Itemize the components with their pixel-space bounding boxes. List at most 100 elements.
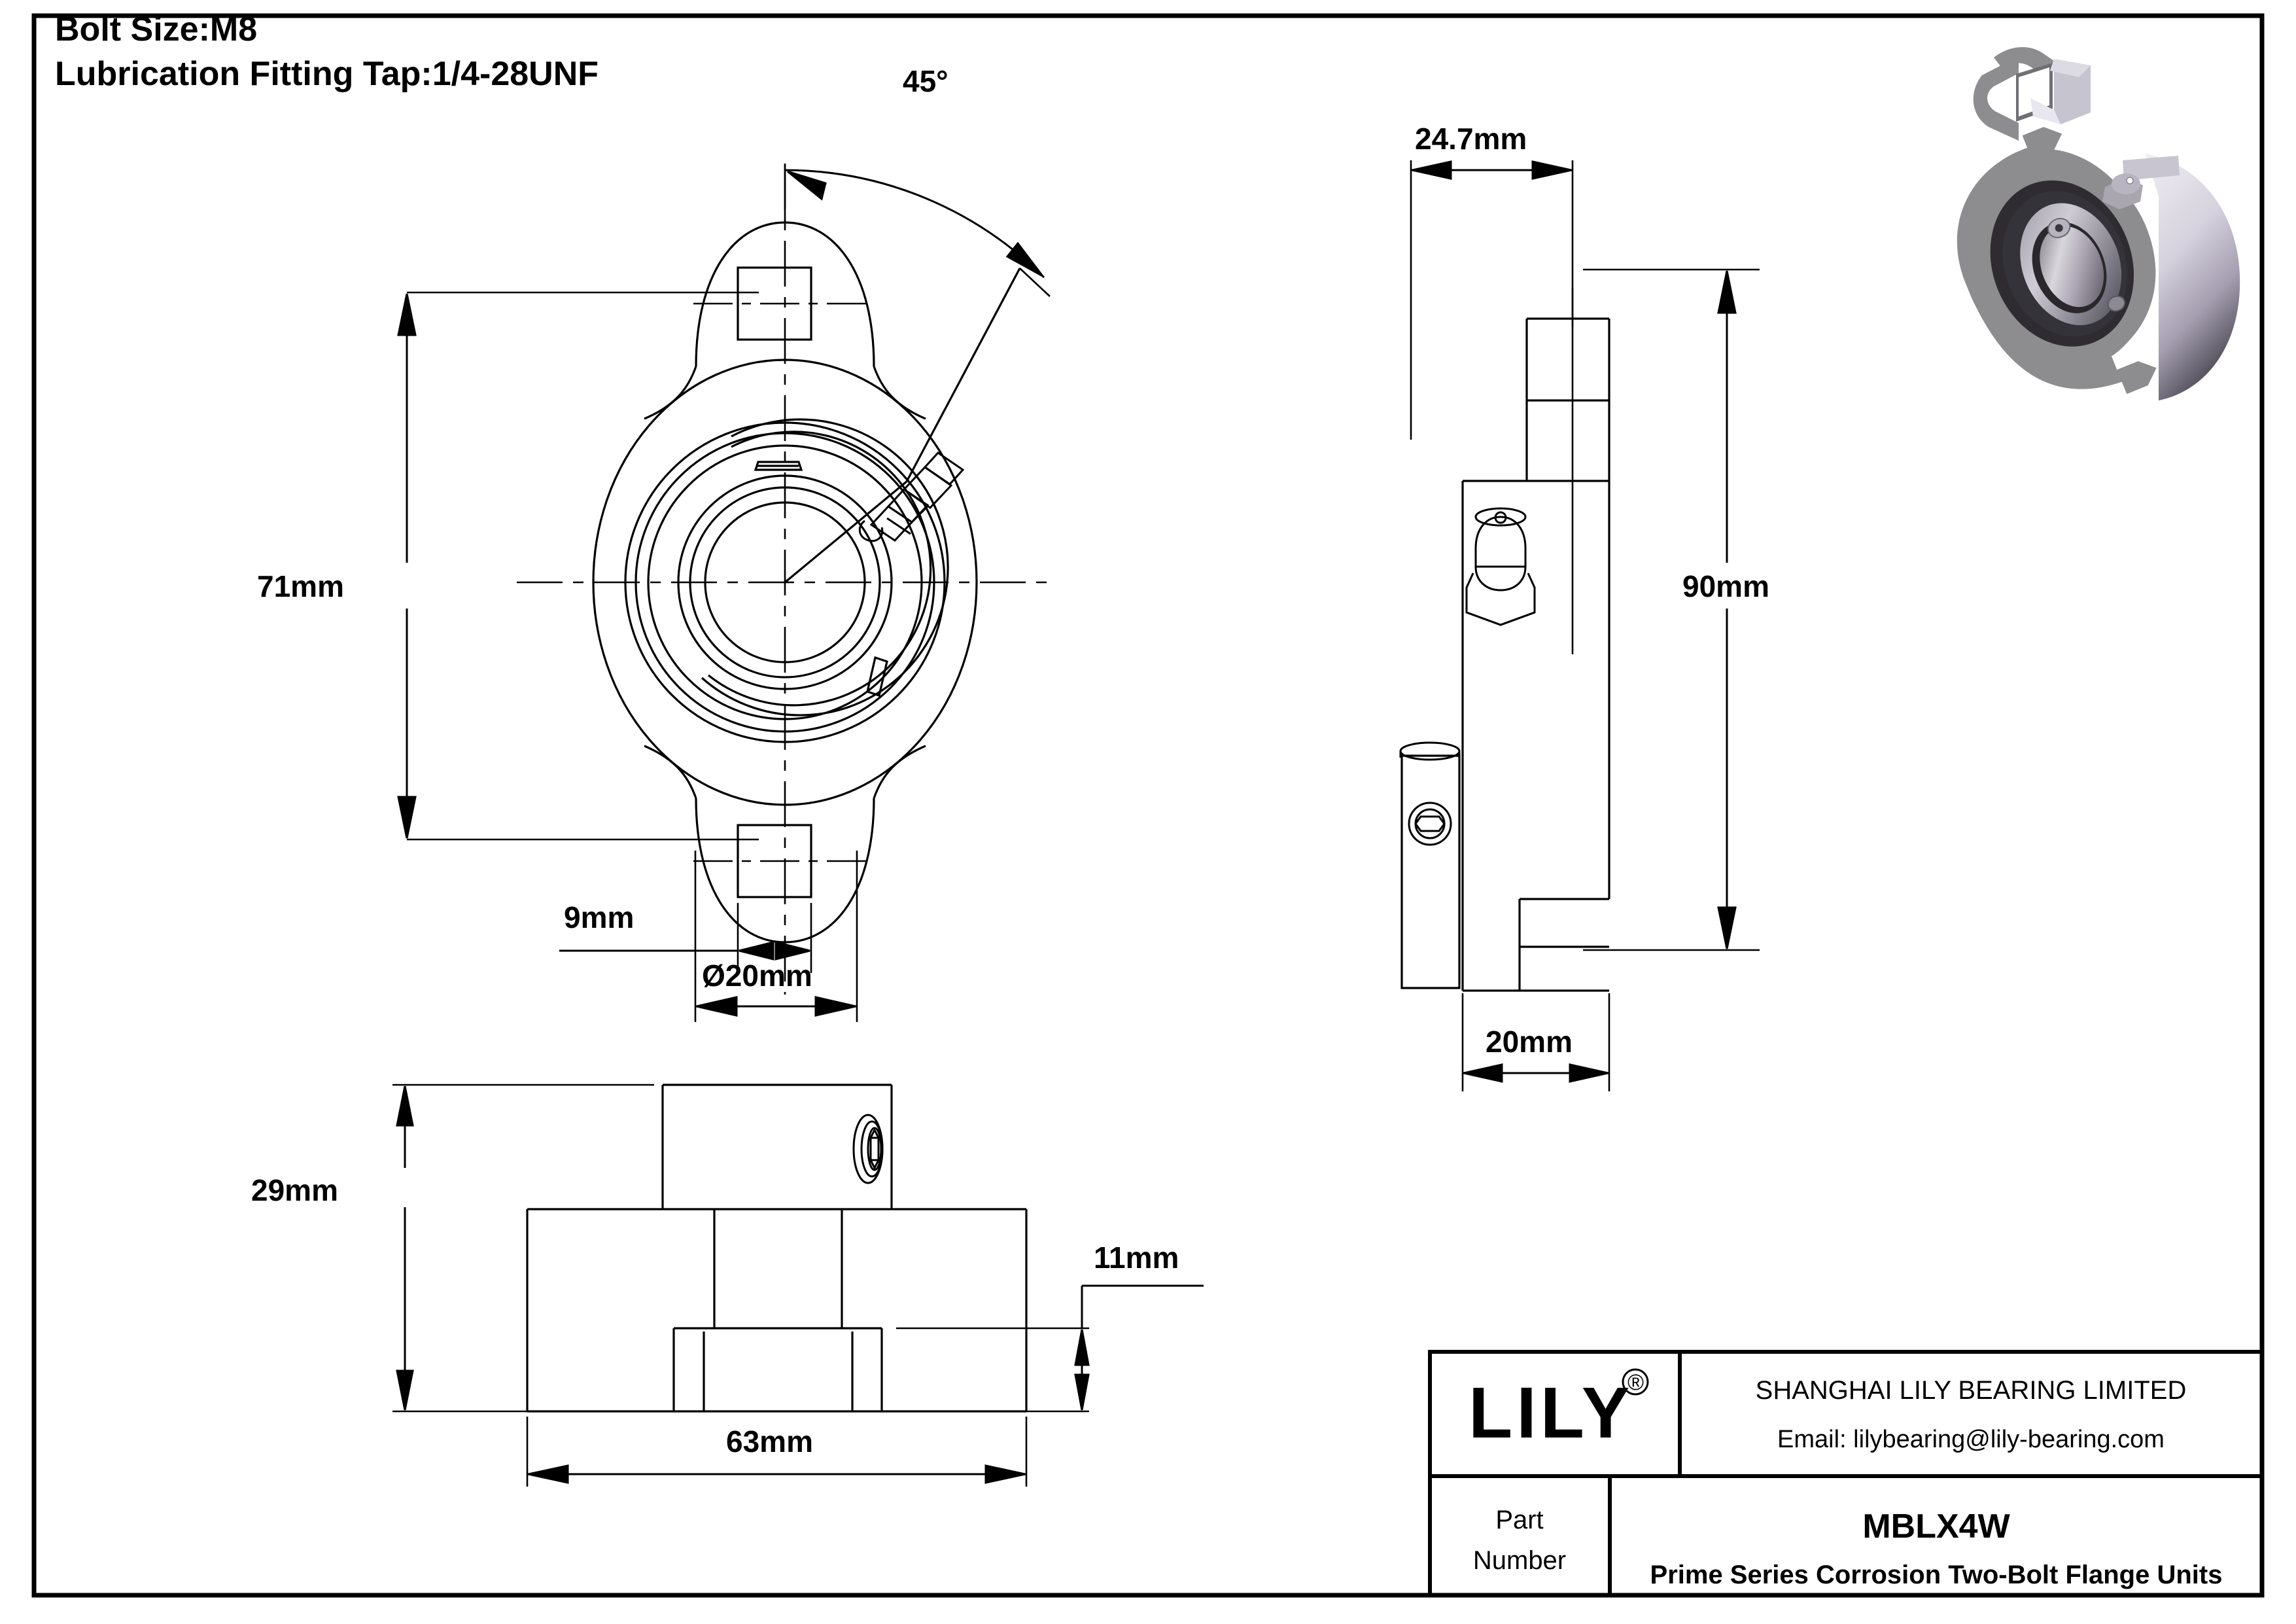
side-nipple-waist bbox=[1474, 566, 1527, 591]
title-block-row-bottom bbox=[1428, 1474, 2264, 1597]
dim20s-arrow-left bbox=[1463, 1063, 1503, 1083]
bottom-screw-socket-bottom bbox=[869, 1159, 880, 1171]
grease-nipple-tip bbox=[923, 451, 965, 485]
front-fillet-lower-left bbox=[644, 745, 697, 799]
dim63-label: 63mm bbox=[726, 1424, 813, 1458]
bottom-screw-socket-top bbox=[869, 1127, 880, 1139]
side-dim-90mm: 90mm bbox=[1583, 268, 1769, 951]
front-view bbox=[517, 164, 1053, 995]
drawing-frame-border bbox=[31, 13, 2265, 1598]
iso-barrel-top-face bbox=[2123, 156, 2180, 181]
front-fillet-upper-left bbox=[644, 366, 697, 420]
front-housing-circle-outer bbox=[624, 421, 946, 743]
dim45-ext-angled bbox=[1019, 268, 1051, 297]
registered-circle-icon bbox=[1622, 1368, 1649, 1396]
isometric-3d-render bbox=[1957, 46, 2240, 400]
dim90-arrow-bottom bbox=[1717, 906, 1737, 949]
iso-retaining-clip-left bbox=[1973, 56, 2019, 141]
front-set-screw-boss bbox=[754, 461, 803, 471]
side-screw-outer bbox=[1408, 802, 1452, 846]
dim71-label: 71mm bbox=[257, 569, 344, 603]
iso-nipple-base-shadow bbox=[2100, 187, 2105, 202]
iso-bore-inner bbox=[2040, 226, 2104, 308]
dim45-arrow-end bbox=[1005, 241, 1044, 277]
dim20-label: Ø20mm bbox=[702, 959, 812, 993]
dim20-arrow-right bbox=[814, 996, 856, 1017]
dim9-label: 9mm bbox=[564, 900, 634, 934]
side-screw-head bbox=[1408, 802, 1452, 846]
dim247-label: 24.7mm bbox=[1415, 122, 1527, 156]
iso-set-screw-2 bbox=[2107, 295, 2126, 312]
side-dim-20mm: 20mm bbox=[1461, 993, 1610, 1091]
note-lubrication-fitting-tap: Lubrication Fitting Tap:1/4-28UNF bbox=[55, 55, 599, 93]
side-nipple-dome bbox=[1474, 516, 1527, 568]
dim11-arrow-bottom bbox=[1074, 1373, 1090, 1411]
front-grease-nipple bbox=[858, 451, 965, 542]
bottom-set-screw bbox=[852, 1114, 884, 1184]
title-block: LILY ® SHANGHAI LILY BEARING LIMITED Ema… bbox=[1428, 1350, 2264, 1597]
iso-set-screw-socket bbox=[2055, 224, 2063, 232]
iso-clip-right-wing bbox=[2054, 59, 2091, 124]
company-email: Email: lilybearing@lily-bearing.com bbox=[1777, 1426, 2165, 1453]
dim11-arrow-top bbox=[1074, 1329, 1090, 1366]
front-flange-outline bbox=[592, 359, 978, 806]
front-bore-circle bbox=[704, 501, 866, 663]
side-grease-nipple bbox=[1465, 507, 1536, 626]
part-number-value: MBLX4W bbox=[1862, 1508, 2010, 1545]
iso-clip-underside bbox=[2030, 98, 2061, 124]
dim63-arrow-left bbox=[528, 1464, 569, 1484]
iso-housing-barrel bbox=[2146, 154, 2240, 400]
side-dim-24-7mm: 24.7mm bbox=[1410, 122, 1574, 440]
note-bolt-size: Bolt Size:M8 bbox=[55, 10, 257, 48]
iso-nipple-dome bbox=[2112, 173, 2140, 194]
side-flange-plate bbox=[1400, 754, 1461, 989]
front-insert-ring-2 bbox=[677, 474, 893, 690]
grease-nipple-base-arc bbox=[858, 520, 884, 542]
part-description: Prime Series Corrosion Two-Bolt Flange U… bbox=[1650, 1561, 2223, 1589]
front-lower-ear-outline bbox=[695, 798, 875, 944]
front-insert-ring-3 bbox=[689, 486, 881, 679]
company-name: SHANGHAI LILY BEARING LIMITED bbox=[1756, 1376, 2187, 1405]
front-collar-tab bbox=[866, 656, 888, 697]
front-dim-45deg: 45° bbox=[784, 64, 1051, 297]
dim247-arrow-right bbox=[1531, 160, 1572, 180]
side-flange-lip bbox=[1399, 741, 1461, 761]
side-screw-hex-socket bbox=[1414, 815, 1446, 832]
dim71-arrow-bottom bbox=[397, 796, 417, 839]
dim90-arrow-top bbox=[1717, 270, 1737, 314]
grease-nipple-edge-2 bbox=[911, 505, 929, 523]
side-nipple-hex-bottom bbox=[1466, 611, 1535, 626]
front-radius-leader bbox=[784, 480, 908, 584]
front-housing-circle-2 bbox=[635, 432, 935, 733]
part-number-label-line1: Part bbox=[1495, 1506, 1543, 1534]
side-nipple-hole bbox=[1494, 511, 1507, 524]
front-dim-9mm: 9mm bbox=[559, 900, 812, 973]
front-eccentric-collar-arc-2 bbox=[701, 418, 949, 716]
iso-nipple-hole bbox=[2126, 177, 2134, 185]
iso-clip-right-top bbox=[2050, 59, 2091, 77]
iso-grease-nipple bbox=[2100, 173, 2143, 209]
dim71-arrow-top bbox=[397, 293, 417, 336]
dim29-label: 29mm bbox=[251, 1173, 338, 1207]
lily-logo-text: LILY bbox=[1469, 1373, 1633, 1453]
dim90-label: 90mm bbox=[1682, 569, 1769, 603]
front-eccentric-collar-arc bbox=[708, 431, 932, 707]
dim11-label: 11mm bbox=[1094, 1241, 1179, 1275]
dim247-arrow-left bbox=[1412, 160, 1452, 180]
dim45-label: 45° bbox=[903, 64, 948, 98]
registered-trademark-icon: ® bbox=[1627, 1370, 1644, 1395]
grease-nipple-edge-1 bbox=[886, 517, 911, 535]
bottom-dim-11mm: 11mm bbox=[896, 1241, 1204, 1413]
dim20s-label: 20mm bbox=[1486, 1025, 1573, 1059]
bottom-dim-29mm: 29mm bbox=[251, 1084, 654, 1413]
front-fillet-upper-right bbox=[873, 366, 926, 420]
dim9-arrow-left bbox=[739, 941, 774, 961]
side-nipple-top-ellipse bbox=[1474, 507, 1527, 527]
dim9-arrow-right bbox=[774, 941, 810, 961]
grease-nipple-body bbox=[902, 466, 953, 509]
bottom-dim-63mm: 63mm bbox=[526, 1417, 1028, 1487]
dim20-arrow-left bbox=[696, 996, 738, 1017]
front-insert-outer-ring bbox=[647, 444, 923, 720]
part-number-label-line2: Number bbox=[1473, 1546, 1566, 1575]
